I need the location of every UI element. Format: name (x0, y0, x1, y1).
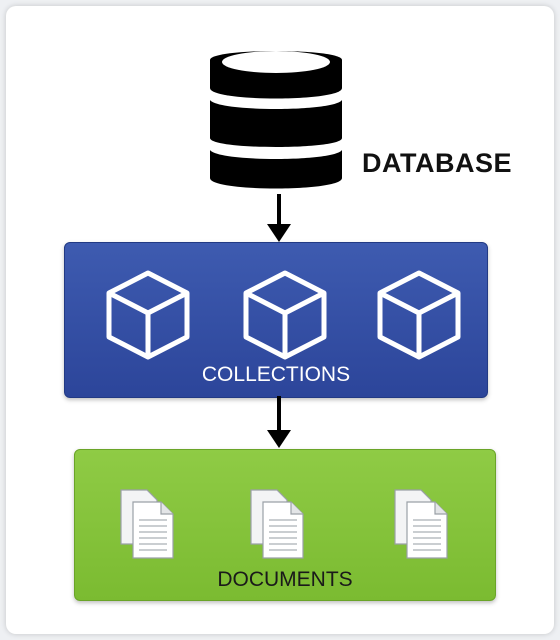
arrow-database-to-collections (267, 194, 291, 242)
cube-icon (106, 270, 190, 360)
documents-label: DOCUMENTS (217, 568, 353, 591)
documents-box: DOCUMENTS (74, 449, 496, 601)
documents-icon (394, 489, 448, 559)
documents-icon (120, 489, 174, 559)
cube-icon (243, 270, 327, 360)
arrow-collections-to-documents (267, 396, 291, 448)
database-label: DATABASE (362, 148, 512, 178)
cube-icon (377, 270, 461, 360)
diagram-frame: DATABASE COLLECT (6, 6, 554, 634)
collections-label: COLLECTIONS (201, 363, 351, 386)
database-icon (210, 51, 342, 189)
documents-icon (250, 489, 304, 559)
collections-box: COLLECTIONS (64, 242, 488, 398)
